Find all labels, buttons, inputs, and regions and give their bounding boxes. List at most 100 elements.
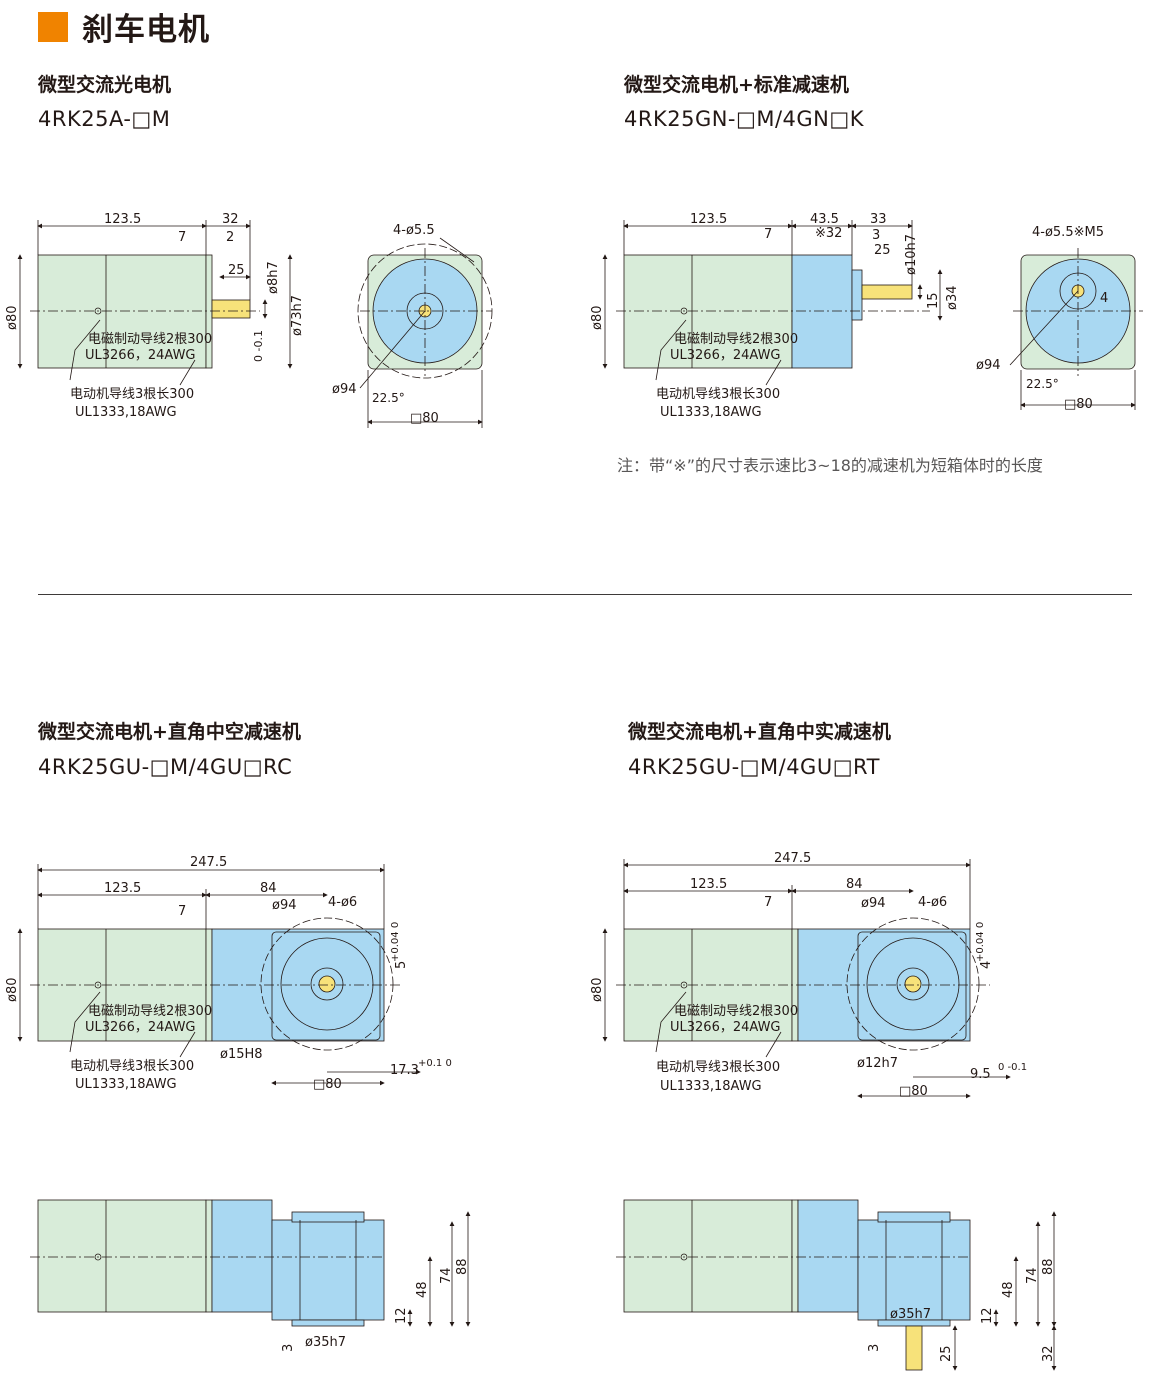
section-4-model: 4RK25GU-□M/4GU□RT [628, 755, 880, 779]
d3-3: 3 [281, 1344, 296, 1352]
d2-d34: ø34 [945, 286, 960, 311]
drawing-1-front-view [357, 237, 493, 428]
d3-len: 123.5 [104, 881, 141, 896]
d4-48: 48 [1001, 1281, 1016, 1298]
d4-88: 88 [1041, 1258, 1056, 1275]
d3-84: 84 [260, 881, 277, 896]
d4-shaft: ø12h7 [857, 1056, 898, 1071]
d2-25: 25 [874, 243, 891, 258]
d4-len: 123.5 [690, 877, 727, 892]
d1-square: □80 [410, 411, 439, 426]
footnote: 注：带“※”的尺寸表示速比3~18的减速机为短箱体时的长度 [617, 456, 1043, 475]
d3-hk: 5 [394, 961, 409, 969]
d2-ul-brake: UL3266，24AWG [670, 348, 781, 363]
drawing-3-top-view [30, 1199, 471, 1327]
d1-lead-motor: 电动机导线3根长300 [70, 387, 194, 402]
section-3-model: 4RK25GU-□M/4GU□RC [38, 755, 293, 779]
d3-12: 12 [394, 1307, 409, 1324]
d4-hktol: +0.04 0 [975, 922, 986, 962]
d4-lead-brake: 电磁制动导线2根300 [674, 1004, 798, 1019]
d2-dia80: ø80 [590, 306, 605, 331]
d4-25: 25 [939, 1345, 954, 1362]
drawing-2-side-view [602, 220, 943, 386]
drawing-4-top-view [616, 1199, 1057, 1371]
d2-d10h7: ø10h7 [904, 234, 919, 275]
d4-84: 84 [846, 877, 863, 892]
d1-32: 32 [222, 212, 239, 227]
d4-boss: ø35h7 [890, 1307, 931, 1322]
d4-7: 7 [764, 895, 772, 910]
d1-lead-brake: 电磁制动导线2根300 [88, 332, 212, 347]
d3-74: 74 [439, 1267, 454, 1284]
d4-74: 74 [1025, 1267, 1040, 1284]
d3-88: 88 [455, 1258, 470, 1275]
d3-pcd: ø94 [272, 898, 297, 913]
d3-hktol: +0.04 0 [390, 922, 401, 962]
d1-2: 2 [226, 230, 234, 245]
header-accent-square [38, 12, 68, 42]
d4-pcd: ø94 [861, 896, 886, 911]
d3-lead-motor: 电动机导线3根长300 [70, 1059, 194, 1074]
section-1-title: 微型交流光电机 [38, 74, 172, 96]
d2-15: 15 [926, 292, 941, 309]
d3-square: □80 [313, 1077, 342, 1092]
section-3-title: 微型交流电机+直角中空减速机 [38, 721, 301, 743]
d2-key: 4 [1100, 291, 1108, 306]
drawing-2-front-view [1009, 248, 1143, 410]
d2-angle: 22.5° [1026, 377, 1059, 391]
drawing-3-side-view [17, 864, 421, 1086]
d1-d8h7: ø8h7 [266, 261, 281, 294]
d4-ul-motor: UL1333,18AWG [660, 1079, 762, 1094]
drawing-4-side-view [602, 859, 1011, 1099]
d1-ul-motor: UL1333,18AWG [75, 405, 177, 420]
d3-48: 48 [415, 1281, 430, 1298]
d2-ul-motor: UL1333,18AWG [660, 405, 762, 420]
d1-len: 123.5 [104, 212, 141, 227]
d2-holes: 4-ø5.5※M5 [1032, 225, 1104, 240]
section-4-title: 微型交流电机+直角中实减速机 [628, 721, 891, 743]
d1-pcd: ø94 [332, 382, 357, 397]
d3-keytol: +0.1 0 [418, 1058, 452, 1069]
d3-dia80: ø80 [5, 978, 20, 1003]
d1-tol: 0 -0.1 [252, 330, 265, 362]
d4-total: 247.5 [774, 851, 811, 866]
d3-ul-brake: UL3266，24AWG [85, 1020, 196, 1035]
d3-total: 247.5 [190, 855, 227, 870]
d4-holes: 4-ø6 [918, 895, 947, 910]
d4-hk: 4 [979, 961, 994, 969]
d4-lead-motor: 电动机导线3根长300 [656, 1060, 780, 1075]
page-title: 刹车电机 [82, 12, 210, 48]
d1-25: 25 [228, 263, 245, 278]
d2-32-short: ※32 [815, 226, 842, 241]
d2-43-5: 43.5 [810, 212, 839, 227]
d2-len: 123.5 [690, 212, 727, 227]
d3-holes: 4-ø6 [328, 895, 357, 910]
section-1-model: 4RK25A-□M [38, 107, 171, 131]
d4-3: 3 [867, 1344, 882, 1352]
d3-key: 17.3 [390, 1063, 419, 1078]
d4-keytol: 0 -0.1 [998, 1062, 1027, 1073]
d3-ul-motor: UL1333,18AWG [75, 1077, 177, 1092]
d4-32: 32 [1041, 1345, 1056, 1362]
d3-7: 7 [178, 904, 186, 919]
d2-lead-brake: 电磁制动导线2根300 [674, 332, 798, 347]
d4-ul-brake: UL3266，24AWG [670, 1020, 781, 1035]
section-2-title: 微型交流电机+标准减速机 [624, 74, 849, 96]
section-divider [38, 594, 1132, 595]
d2-lead-motor: 电动机导线3根长300 [656, 387, 780, 402]
drawing-1-side-view [17, 220, 293, 386]
section-2-model: 4RK25GN-□M/4GN□K [624, 107, 864, 131]
d4-12: 12 [980, 1307, 995, 1324]
d3-lead-brake: 电磁制动导线2根300 [88, 1004, 212, 1019]
d1-d73h7: ø73h7 [290, 295, 305, 336]
d2-3: 3 [872, 228, 880, 243]
d3-boss: ø35h7 [305, 1335, 346, 1350]
d1-ul-brake: UL3266，24AWG [85, 348, 196, 363]
d4-key: 9.5 [970, 1067, 991, 1082]
d1-dia80: ø80 [5, 306, 20, 331]
d2-33: 33 [870, 212, 887, 227]
d1-angle: 22.5° [372, 391, 405, 405]
d1-holes: 4-ø5.5 [393, 223, 435, 238]
d4-dia80: ø80 [590, 978, 605, 1003]
